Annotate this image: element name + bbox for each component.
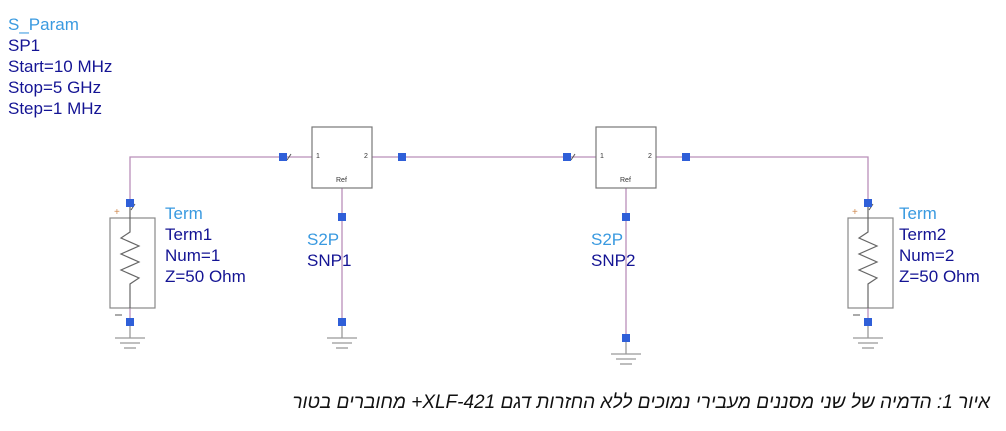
term1-type: Term bbox=[165, 204, 203, 223]
sparam-block[interactable]: S_Param SP1 Start=10 MHz Stop=5 GHz Step… bbox=[8, 14, 112, 119]
snp1-labels: S2P SNP1 bbox=[307, 229, 351, 271]
term1-symbol[interactable]: + bbox=[109, 205, 156, 316]
snp1-ref-label: Ref bbox=[336, 177, 347, 184]
snp2-box[interactable] bbox=[595, 126, 657, 189]
term1-name: Term1 bbox=[165, 225, 213, 244]
sparam-name: SP1 bbox=[8, 36, 41, 55]
term2-type: Term bbox=[899, 204, 937, 223]
snp2-ref-label: Ref bbox=[620, 177, 631, 184]
term2-labels: Term Term2 Num=2 Z=50 Ohm bbox=[899, 203, 980, 287]
term2-symbol[interactable]: + bbox=[847, 205, 894, 316]
term1-num: Num=1 bbox=[165, 246, 221, 265]
sparam-stop: Stop=5 GHz bbox=[8, 78, 102, 97]
sparam-start: Start=10 MHz bbox=[8, 57, 113, 76]
ground-icons bbox=[115, 322, 883, 365]
figure-caption: איור 1: הדמיה של שני מסננים מעבירי נמוכי… bbox=[292, 392, 990, 413]
snp1-type: S2P bbox=[307, 230, 340, 249]
term2-z: Z=50 Ohm bbox=[899, 267, 980, 286]
svg-text:+: + bbox=[852, 207, 858, 218]
term1-labels: Term Term1 Num=1 Z=50 Ohm bbox=[165, 203, 246, 287]
node-pins[interactable] bbox=[126, 153, 872, 342]
snp1-port1-label: 1 bbox=[316, 153, 320, 160]
snp2-port1-label: 1 bbox=[600, 153, 604, 160]
sparam-step: Step=1 MHz bbox=[8, 99, 103, 118]
term2-name: Term2 bbox=[899, 225, 947, 244]
snp2-name: SNP2 bbox=[591, 251, 636, 270]
snp1-box[interactable] bbox=[311, 126, 373, 189]
term2-num: Num=2 bbox=[899, 246, 955, 265]
snp2-port2-label: 2 bbox=[648, 153, 652, 160]
port-markers bbox=[130, 153, 874, 211]
snp1-name: SNP1 bbox=[307, 251, 352, 270]
svg-text:+: + bbox=[114, 207, 120, 218]
snp2-type: S2P bbox=[591, 230, 624, 249]
snp1-port2-label: 2 bbox=[364, 153, 368, 160]
snp2-labels: S2P SNP2 bbox=[591, 229, 635, 271]
sparam-type: S_Param bbox=[8, 15, 79, 34]
term1-z: Z=50 Ohm bbox=[165, 267, 246, 286]
